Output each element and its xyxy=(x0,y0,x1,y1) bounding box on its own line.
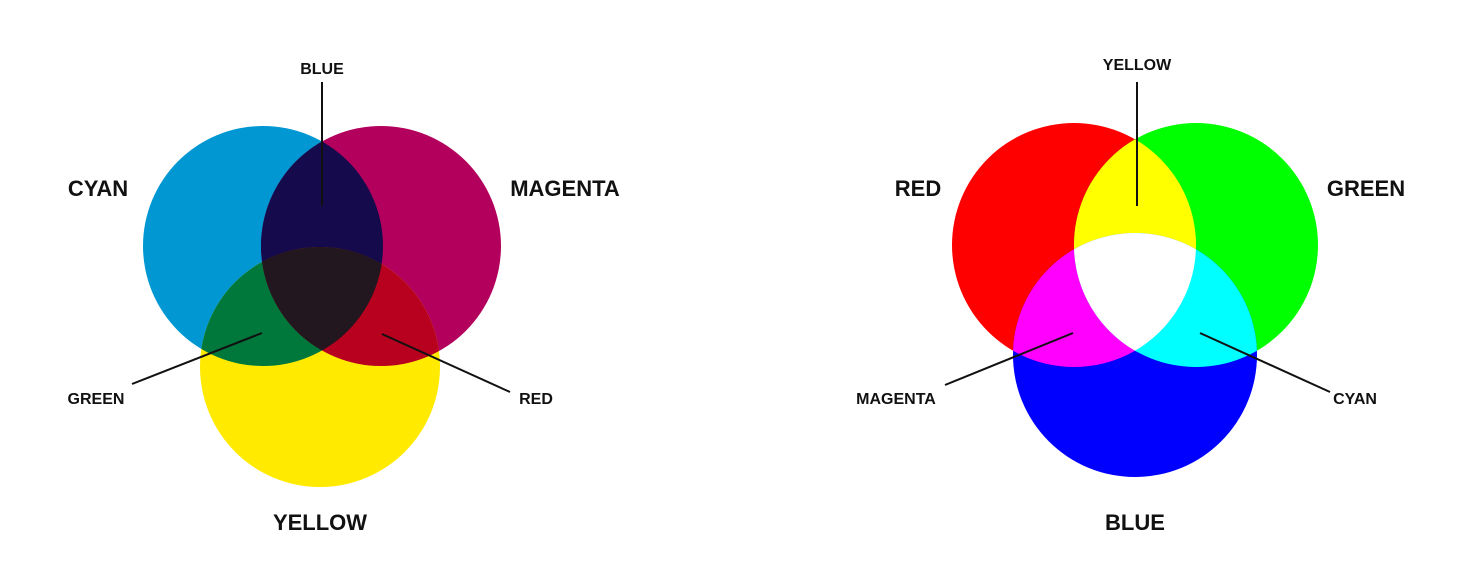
red-overlap-label: RED xyxy=(519,391,553,408)
cyan-overlap-label: CYAN xyxy=(1333,391,1377,408)
red-circle-label: RED xyxy=(895,176,941,201)
green-overlap-label: GREEN xyxy=(68,391,125,408)
red-leader-line xyxy=(381,333,511,393)
cyan-leader-line xyxy=(1199,332,1331,393)
additive-color-model: RED GREEN BLUE YELLOW MAGENTA CYAN xyxy=(856,57,1405,535)
subtractive-color-model: CYAN MAGENTA YELLOW BLUE GREEN RED xyxy=(68,61,620,535)
green-circle-label: GREEN xyxy=(1327,176,1405,201)
cyan-circle-label: CYAN xyxy=(68,176,128,201)
yellow-overlap-label: YELLOW xyxy=(1103,57,1172,74)
green-leader-line xyxy=(131,332,263,385)
magenta-leader-line xyxy=(944,332,1074,386)
yellow-circle-label: YELLOW xyxy=(273,510,367,535)
magenta-circle-label: MAGENTA xyxy=(510,176,620,201)
magenta-overlap-label: MAGENTA xyxy=(856,391,936,408)
blue-circle-label: BLUE xyxy=(1105,510,1165,535)
magenta-yellow-overlap xyxy=(261,247,440,366)
blue-overlap-label: BLUE xyxy=(300,61,344,78)
